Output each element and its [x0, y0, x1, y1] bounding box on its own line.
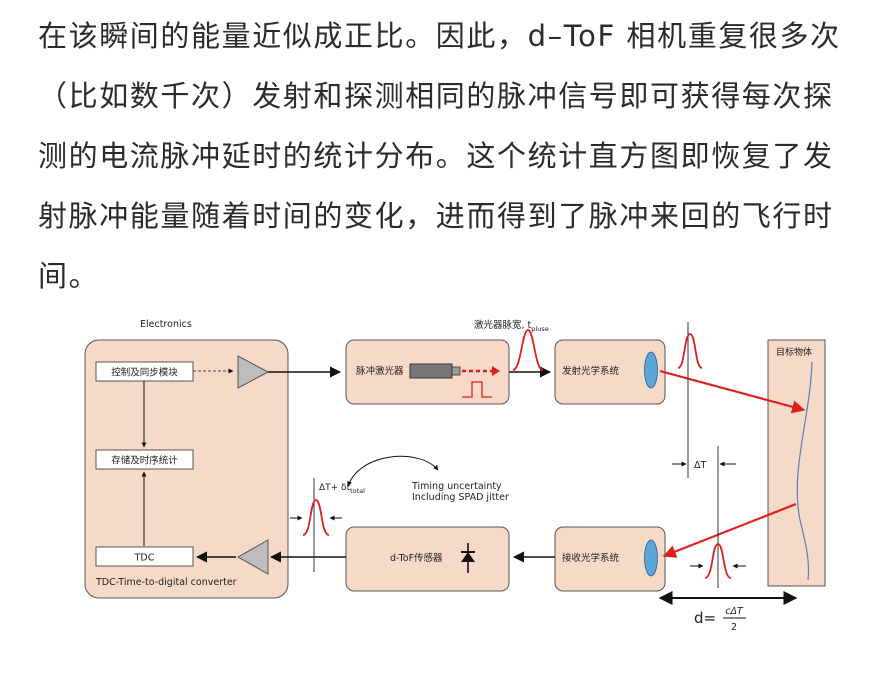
emitted-pulse-curve — [512, 329, 544, 371]
paragraph-line: 测的电流脉冲延时的统计分布。这个统计直方图即恢复了发 — [38, 139, 834, 173]
delta-t-total-label: ΔT+ δttotal — [319, 483, 365, 495]
electronics-label: Electronics — [140, 319, 192, 330]
timing-uncertainty-line2: Including SPAD jitter — [412, 492, 509, 503]
emit-optics-label: 发射光学系统 — [562, 365, 620, 377]
laser-beam-arrowhead — [492, 366, 500, 376]
sensor-label: d-ToF传感器 — [390, 552, 443, 564]
received-pulse-curve — [302, 499, 330, 536]
receive-amplifier-icon — [236, 539, 269, 575]
pulse-laser-label: 脉冲激光器 — [356, 365, 404, 377]
spad-diode-icon — [461, 543, 475, 573]
timing-uncertainty-arc — [347, 455, 439, 487]
tdc-label: TDC — [134, 553, 155, 564]
receive-lens-icon — [644, 539, 658, 577]
square-pulse-icon — [462, 381, 492, 398]
target-object-box — [767, 339, 826, 587]
paragraph-line: （比如数千次）发射和探测相同的脉冲信号即可获得每次探 — [38, 79, 834, 113]
paragraph-line: 在该瞬间的能量近似成正比。因此，d–ToF 相机重复很多次 — [38, 19, 841, 53]
emit-lens-icon — [644, 351, 658, 389]
tdc-caption: TDC-Time-to-digital converter — [95, 577, 237, 588]
paragraph-line: 射脉冲能量随着时间的变化，进而得到了脉冲来回的飞行时 — [38, 199, 834, 233]
receive-optics-box — [554, 526, 666, 592]
laser-nozzle-icon — [451, 366, 461, 376]
distance-formula-prefix: d= — [694, 609, 716, 627]
driver-amplifier-icon — [237, 355, 270, 389]
target-surface-curve — [796, 361, 813, 581]
return-pulse-marker-curve — [704, 543, 732, 579]
storage-stats-label: 存储及时序统计 — [111, 455, 178, 467]
distance-denominator: 2 — [731, 622, 737, 633]
returning-beam — [662, 502, 797, 558]
paragraph: 在该瞬间的能量近似成正比。因此，d–ToF 相机重复很多次 （比如数千次）发射和… — [38, 6, 868, 306]
paragraph-line: 间。 — [38, 259, 100, 293]
receive-optics-label: 接收光学系统 — [562, 552, 620, 564]
storage-stats-box — [95, 449, 194, 470]
target-object-label: 目标物体 — [776, 346, 812, 358]
outgoing-beam — [659, 369, 806, 414]
tdc-box — [95, 546, 194, 567]
control-sync-label: 控制及同步模块 — [111, 367, 178, 379]
delta-t-label: ΔT — [694, 460, 706, 471]
pulse-width-label: 激光器脉宽, tpluse — [474, 319, 549, 333]
laser-body-icon — [409, 363, 453, 379]
distance-numerator: cΔT — [725, 606, 744, 617]
emit-pulse-marker-curve — [677, 333, 703, 369]
timing-uncertainty-line1: Timing uncertainty — [411, 481, 502, 492]
